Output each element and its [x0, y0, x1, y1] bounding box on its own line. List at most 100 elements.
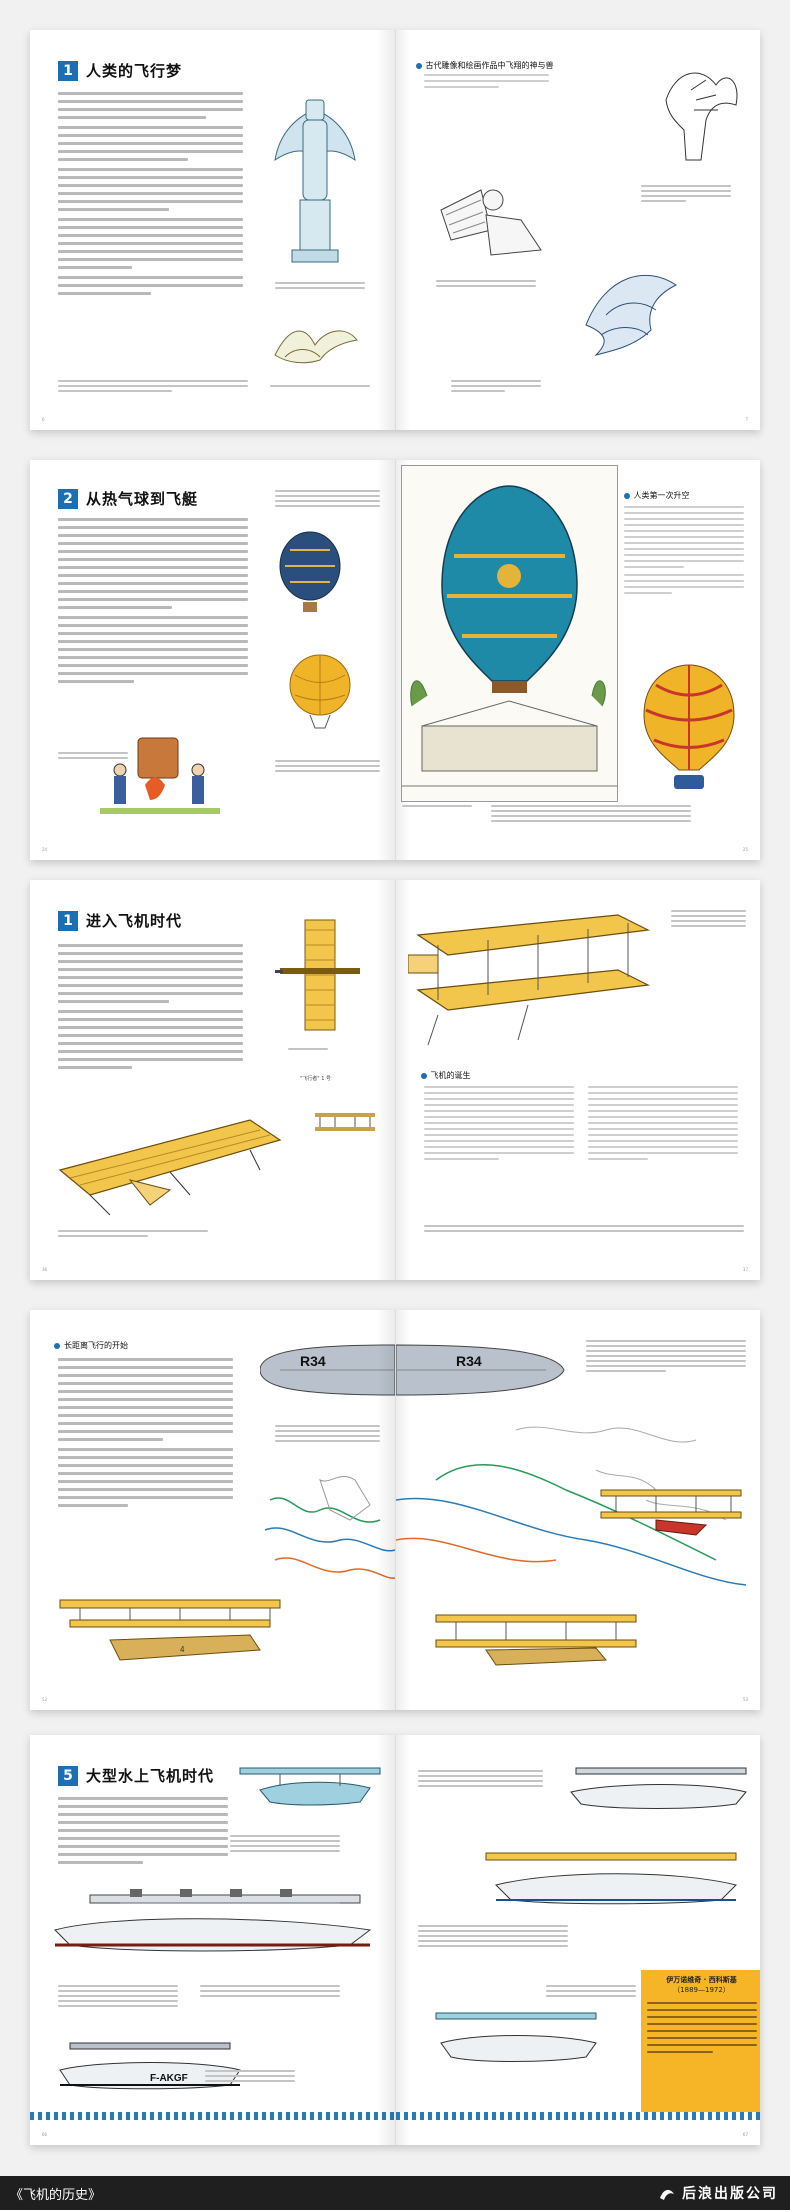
publisher-brand: 后浪出版公司	[658, 2183, 778, 2203]
bullet-icon	[420, 1072, 427, 1079]
bio-years: （1889—1972）	[673, 1985, 730, 1994]
bullet-icon	[623, 492, 630, 499]
chapter-title: 从热气球到飞艇	[86, 490, 199, 508]
publisher-logo-icon	[660, 2189, 674, 2200]
spread-3: 1 进入飞机时代 "飞行者" 1 号	[30, 880, 760, 1280]
publisher-name: 后浪出版公司	[682, 2186, 778, 2202]
caption	[417, 1925, 568, 1950]
route-map-right	[395, 1426, 746, 1586]
footer-bar: 《飞机的历史》 后浪出版公司	[0, 2176, 790, 2210]
body-text	[423, 74, 549, 92]
caption	[200, 1985, 340, 2000]
spread-4: 长距离飞行的开始 4 R34 52	[30, 1310, 760, 1710]
striped-balloon-illustration	[642, 664, 735, 789]
page-36: 1 进入飞机时代 "飞行者" 1 号	[30, 880, 396, 1280]
vickers-vimy-illustration	[600, 1489, 741, 1536]
caption	[640, 185, 731, 205]
page-number: 7	[745, 417, 748, 422]
bullet-icon	[54, 1342, 60, 1349]
r34-airship-left-illustration: R34	[260, 1344, 395, 1396]
page-24: 2 从热气球到飞艇	[30, 460, 396, 860]
r34-airship-right-illustration: R34	[395, 1344, 565, 1396]
wave-border	[30, 2112, 395, 2120]
page-number: 37	[742, 1267, 748, 1272]
chapter-number: 1	[58, 910, 78, 931]
page-number: 66	[42, 2132, 48, 2137]
page-25: 人类第一次升空 25	[395, 460, 761, 860]
flyer-side-sketch	[315, 1113, 375, 1131]
bio-title: 伊万诺维奇 · 西科斯基	[666, 1976, 737, 1984]
airship-label: R34	[456, 1353, 482, 1369]
seaplane-1-illustration	[239, 1767, 381, 1806]
body-text	[423, 1086, 574, 1164]
page-37: 飞机的诞生 37	[395, 880, 761, 1280]
caption	[58, 1985, 178, 2010]
seaplane-fakgf-illustration: F-AKGF	[59, 2042, 241, 2090]
nc4-flying-boat-illustration: 4	[59, 1599, 281, 1661]
balloon-test-illustration	[100, 737, 220, 814]
body-text	[58, 944, 243, 1074]
caption	[545, 1985, 636, 2000]
do-x-flying-boat-illustration	[54, 1889, 372, 1952]
route-map-left	[264, 1475, 395, 1579]
wright-glider-illustration	[58, 1119, 282, 1216]
seaplane-3-illustration	[569, 1767, 747, 1809]
footnote	[58, 380, 248, 395]
winged-statue-illustration	[274, 99, 356, 263]
bullet-icon	[415, 62, 422, 69]
page-number: 67	[742, 2132, 748, 2137]
yellow-balloon-illustration	[289, 654, 351, 729]
caption	[275, 490, 380, 510]
section-heading: 飞机的诞生	[420, 1070, 471, 1081]
body-text	[58, 1797, 228, 1869]
caption	[288, 1048, 328, 1053]
chapter-heading: 5 大型水上飞机时代	[58, 1765, 214, 1786]
biography-box: 伊万诺维奇 · 西科斯基 （1889—1972）	[640, 1970, 760, 2112]
pan-am-clipper-illustration	[485, 1852, 737, 1905]
wave-border	[395, 2112, 760, 2120]
registration-text: F-AKGF	[150, 2073, 188, 2084]
chapter-number: 2	[58, 488, 78, 509]
flyer-label: "飞行者" 1 号	[300, 1076, 331, 1082]
chapter-heading: 1 进入飞机时代	[58, 910, 182, 931]
caption	[450, 380, 541, 395]
chapter-heading: 1 人类的飞行梦	[58, 60, 182, 81]
page-7: 古代雕像和绘画作品中飞翔的神与兽 7	[395, 30, 761, 430]
caption	[58, 1230, 208, 1240]
body-text	[623, 506, 744, 598]
page-67: 伊万诺维奇 · 西科斯基 （1889—1972） 67	[395, 1735, 760, 2145]
griffin-illustration	[664, 72, 737, 161]
assyrian-relief-illustration	[439, 189, 542, 256]
page-number: 36	[42, 1267, 48, 1272]
caption	[58, 752, 128, 762]
spread-5: 5 大型水上飞机时代	[30, 1735, 760, 2145]
seaplane-4-illustration	[435, 2012, 597, 2062]
footnote	[423, 1225, 744, 1235]
caption	[585, 1340, 746, 1375]
page-number: 52	[42, 1697, 48, 1702]
caption	[401, 805, 472, 810]
page-53: R34 53	[395, 1310, 761, 1710]
page-66: 5 大型水上飞机时代	[30, 1735, 396, 2145]
page-number: 6	[42, 417, 45, 422]
section-heading: 古代雕像和绘画作品中飞翔的神与兽	[415, 60, 554, 71]
balloon-launch-scene	[400, 465, 618, 802]
flying-creature-illustration	[274, 330, 358, 364]
montgolfier-balloon-illustration	[279, 531, 341, 612]
page-number: 25	[742, 847, 748, 852]
caption	[275, 1425, 380, 1445]
caption	[490, 805, 691, 825]
spread-1: 1 人类的飞行梦	[30, 30, 760, 430]
page-number: 53	[742, 1697, 748, 1702]
douglas-world-cruiser-illustration	[435, 1614, 636, 1666]
chapter-number: 5	[58, 1765, 78, 1786]
body-text	[58, 1358, 233, 1512]
caption	[670, 910, 746, 930]
caption	[275, 760, 380, 775]
caption	[435, 280, 536, 290]
spread-2: 2 从热气球到飞艇	[30, 460, 760, 860]
wright-flyer-illustration	[407, 914, 650, 1046]
page-52: 长距离飞行的开始 4 R34 52	[30, 1310, 396, 1710]
flying-goddess-illustration	[584, 274, 677, 356]
caption	[230, 1835, 340, 1855]
